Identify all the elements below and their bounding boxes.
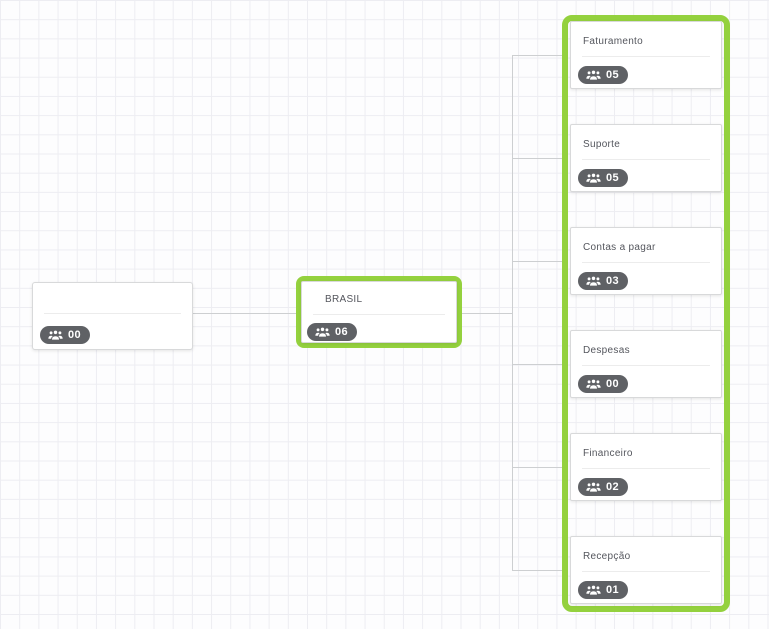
users-group-icon: [586, 173, 601, 183]
member-count: 06: [335, 326, 349, 338]
connector-branch-financeiro: [512, 467, 562, 468]
member-count-badge[interactable]: 02: [578, 478, 629, 496]
node-divider: [582, 56, 710, 57]
node-divider: [582, 468, 710, 469]
users-group-icon: [586, 585, 601, 595]
connector-branch-despesas: [512, 364, 562, 365]
users-group-icon: [586, 70, 601, 80]
member-count: 05: [606, 69, 620, 81]
member-count: 03: [606, 275, 620, 287]
member-count-badge[interactable]: 01: [578, 581, 629, 599]
member-count-badge[interactable]: 05: [578, 66, 629, 84]
node-root[interactable]: 00: [32, 282, 193, 350]
member-count: 00: [68, 329, 82, 341]
member-count-badge[interactable]: 03: [578, 272, 629, 290]
connector-branch-contas-a-pagar: [512, 261, 562, 262]
node-brasil-highlight: BRASIL 06: [296, 276, 462, 348]
badge-row: 02: [571, 469, 721, 498]
node-brasil[interactable]: BRASIL 06: [301, 281, 457, 343]
node-financeiro[interactable]: Financeiro 02: [570, 433, 722, 501]
node-title: Despesas: [583, 345, 630, 356]
badge-row: 03: [571, 263, 721, 292]
node-divider: [44, 313, 181, 314]
node-divider: [582, 262, 710, 263]
node-title: Faturamento: [583, 36, 643, 47]
member-count: 05: [606, 172, 620, 184]
node-divider: [313, 314, 445, 315]
member-count: 01: [606, 584, 620, 596]
connector-branch-suporte: [512, 158, 562, 159]
connector-trunk: [512, 55, 513, 571]
badge-row: 05: [571, 160, 721, 189]
node-contas-a-pagar[interactable]: Contas a pagar 03: [570, 227, 722, 295]
connector-root-to-brasil: [193, 313, 296, 314]
connector-branch-faturamento: [512, 55, 562, 56]
member-count-badge[interactable]: 00: [40, 326, 91, 344]
badge-row: 00: [571, 366, 721, 395]
node-divider: [582, 159, 710, 160]
member-count-badge[interactable]: 06: [307, 323, 358, 341]
node-recepcao[interactable]: Recepção 01: [570, 536, 722, 604]
users-group-icon: [315, 327, 330, 337]
node-despesas[interactable]: Despesas 00: [570, 330, 722, 398]
member-count-badge[interactable]: 05: [578, 169, 629, 187]
node-suporte[interactable]: Suporte 05: [570, 124, 722, 192]
node-faturamento[interactable]: Faturamento 05: [570, 21, 722, 89]
children-group-highlight: Faturamento 05 Suporte: [562, 15, 730, 612]
node-divider: [582, 571, 710, 572]
node-title: BRASIL: [325, 294, 363, 305]
member-count: 02: [606, 481, 620, 493]
member-count: 00: [606, 378, 620, 390]
node-title: Contas a pagar: [583, 242, 656, 253]
badge-row: 00: [33, 314, 192, 346]
connector-branch-recepcao: [512, 570, 562, 571]
node-title: [33, 283, 192, 313]
users-group-icon: [48, 330, 63, 340]
node-divider: [582, 365, 710, 366]
node-title: Recepção: [583, 551, 631, 562]
member-count-badge[interactable]: 00: [578, 375, 629, 393]
badge-row: 06: [302, 315, 456, 343]
badge-row: 01: [571, 572, 721, 601]
users-group-icon: [586, 482, 601, 492]
users-group-icon: [586, 379, 601, 389]
connector-brasil-to-trunk: [462, 313, 512, 314]
users-group-icon: [586, 276, 601, 286]
node-title: Financeiro: [583, 448, 633, 459]
node-title: Suporte: [583, 139, 621, 150]
badge-row: 05: [571, 57, 721, 86]
